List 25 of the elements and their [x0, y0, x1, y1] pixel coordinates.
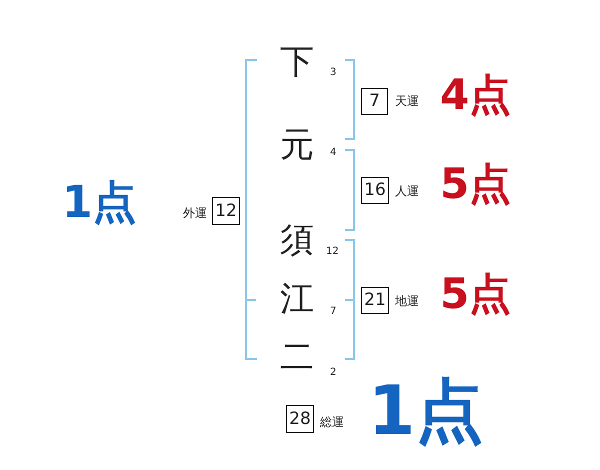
- stroke-count: 7: [330, 307, 336, 317]
- stroke-count: 3: [330, 68, 336, 78]
- fortune-label: 総運: [320, 416, 344, 428]
- score-label: 4点: [440, 74, 512, 116]
- name-character: 元: [280, 128, 314, 162]
- number-box: 21: [361, 287, 389, 314]
- stroke-count: 2: [330, 368, 336, 378]
- name-character: 江: [280, 282, 314, 316]
- number-box: 12: [212, 197, 240, 225]
- score-label: 1点: [368, 378, 484, 446]
- score-label: 1点: [62, 181, 137, 225]
- fortune-label: 人運: [395, 185, 419, 197]
- score-label: 5点: [440, 163, 512, 205]
- name-character: 須: [280, 223, 314, 257]
- name-character: 下: [280, 45, 314, 79]
- score-label: 5点: [440, 273, 512, 315]
- number-box: 7: [361, 88, 388, 115]
- fortune-label: 天運: [395, 95, 419, 107]
- number-box: 28: [286, 405, 314, 433]
- stroke-count: 12: [326, 247, 339, 257]
- fortune-label: 地運: [395, 295, 419, 307]
- stroke-count: 4: [330, 148, 336, 158]
- number-box: 16: [361, 177, 389, 204]
- fortune-label: 外運: [183, 207, 207, 219]
- name-character: 二: [280, 340, 314, 374]
